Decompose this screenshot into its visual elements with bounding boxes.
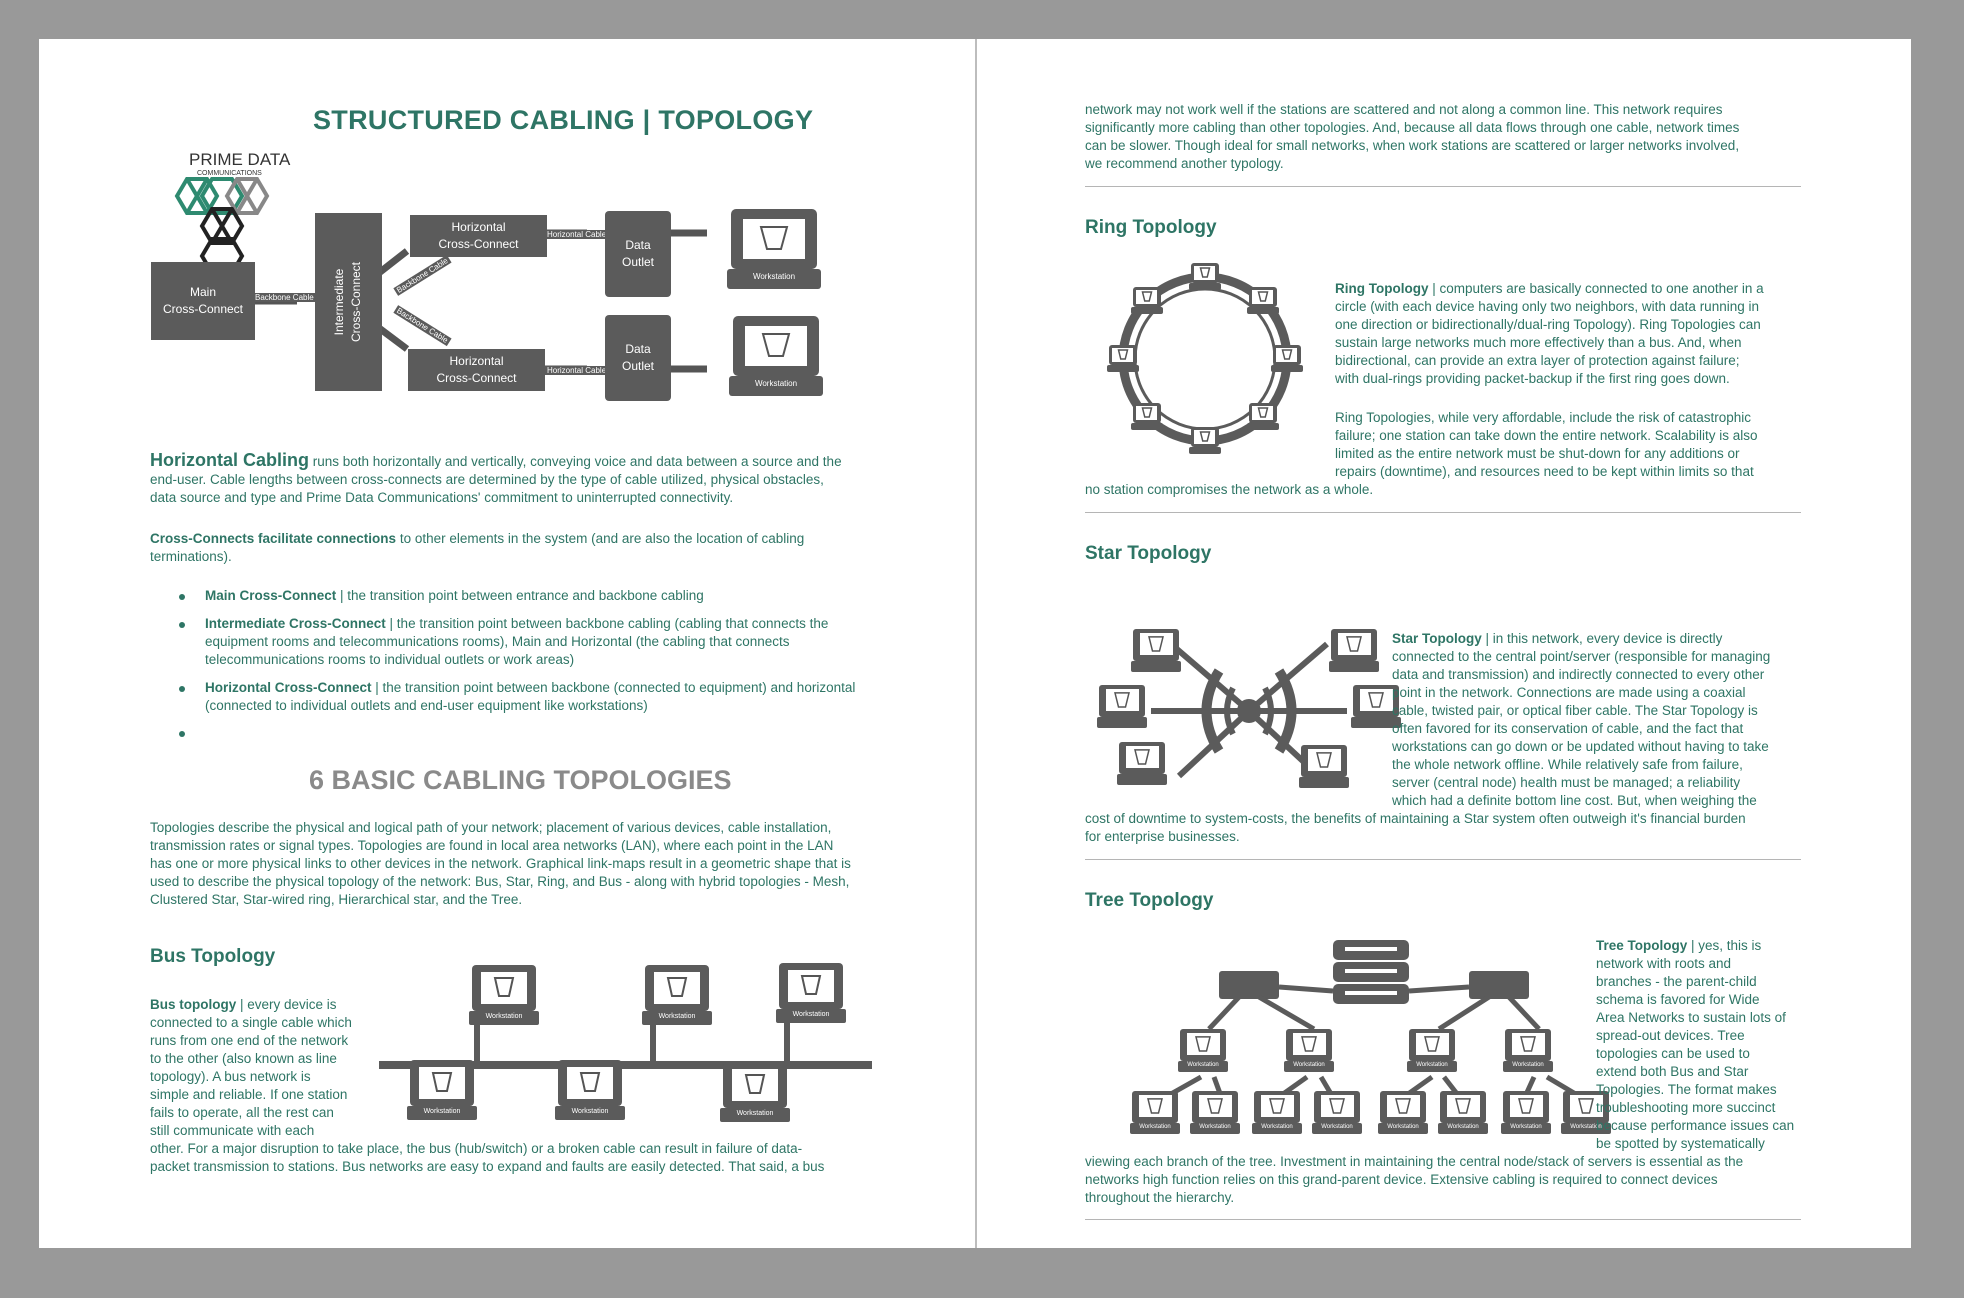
bullet-horizontal-cross-connect: Horizontal Cross-Connect | the transitio… (205, 680, 856, 713)
topologies-paragraph: Topologies describe the physical and log… (150, 820, 851, 907)
bus-continued-paragraph: network may not work well if the station… (1085, 102, 1740, 171)
workstation-icon: Workstation (1178, 1029, 1228, 1078)
bullet-dot (179, 622, 185, 628)
workstation-icon: Workstation (1190, 1091, 1240, 1140)
bullet-dot (179, 686, 185, 692)
horizontal-cabling-heading: Horizontal Cabling (150, 450, 309, 470)
workstation-icon (1351, 685, 1401, 734)
star-paragraph: Star Topology | in this network, every d… (1392, 631, 1771, 808)
workstation-icon: Workstation (407, 1060, 477, 1127)
workstation-icon: Workstation (1130, 1091, 1180, 1140)
ring-topology-heading: Ring Topology (1085, 217, 1217, 238)
ring-paragraph-2-end: no station compromises the network as a … (1085, 482, 1374, 497)
horizontal-cable-label-top: Horizontal Cable (545, 230, 609, 239)
bullet-main-cross-connect: Main Cross-Connect | the transition poin… (205, 588, 704, 603)
workstation-icon (1131, 287, 1163, 320)
workstation-icon (1131, 403, 1163, 436)
workstation-icon: Workstation (1561, 1091, 1611, 1140)
workstation-icon: Workstation (642, 965, 712, 1032)
workstation-icon: Workstation (1503, 1029, 1553, 1078)
cross-connects-paragraph: Cross-Connects facilitate connections to… (150, 531, 805, 564)
workstation-icon: Workstation (727, 209, 821, 296)
workstation-icon (1189, 263, 1221, 296)
workstation-icon (1247, 287, 1279, 320)
logo-name: PRIME DATA (189, 150, 291, 169)
workstation-icon: Workstation (1284, 1029, 1334, 1078)
bus-topology-paragraph: Bus topology | every device is connected… (150, 997, 352, 1138)
workstation-icon: Workstation (469, 965, 539, 1032)
bullet-intermediate-cross-connect: Intermediate Cross-Connect | the transit… (205, 616, 829, 667)
bullet-dot-empty (179, 731, 185, 737)
section-divider (1085, 512, 1801, 513)
workstation-icon: Workstation (776, 963, 846, 1030)
workstation-icon: Workstation (1252, 1091, 1302, 1140)
bus-topology-paragraph-cont: other. For a major disruption to take pl… (150, 1141, 825, 1174)
workstation-icon: Workstation (1378, 1091, 1428, 1140)
workstation-icon: Workstation (1407, 1029, 1457, 1078)
star-diagram (1151, 641, 1347, 779)
workstation-icon: Workstation (720, 1062, 790, 1129)
backbone-cable-label: Backbone Cable (253, 293, 316, 302)
workstation-icon (1117, 742, 1167, 791)
workstation-icon (1189, 427, 1221, 460)
workstation-icon: Workstation (555, 1060, 625, 1127)
horizontal-cabling-paragraph: Horizontal Cabling runs both horizontall… (150, 450, 842, 505)
bus-topology-heading: Bus Topology (150, 946, 276, 967)
bullet-dot (179, 594, 185, 600)
workstation-icon (1247, 403, 1279, 436)
workstation-icon (1131, 629, 1181, 678)
horizontal-cable-label-bottom: Horizontal Cable (545, 366, 609, 375)
tree-paragraph-end: viewing each branch of the tree. Investm… (1085, 1154, 1744, 1205)
workstation-icon (1299, 745, 1349, 794)
workstation-icon (1097, 685, 1147, 734)
page-gutter (975, 39, 977, 1248)
section-title-topologies: 6 BASIC CABLING TOPOLOGIES (309, 765, 732, 795)
document-spread: PRIME DATA COMMUNICATIONS STRUCTURED CAB… (39, 39, 1911, 1248)
workstation-icon (1271, 345, 1303, 378)
workstation-icon: Workstation (1312, 1091, 1362, 1140)
workstation-icon (1329, 629, 1379, 678)
tree-paragraph: Tree Topology | yes, this is network wit… (1596, 938, 1795, 1151)
section-divider (1085, 859, 1801, 860)
prime-data-logo: PRIME DATA COMMUNICATIONS (174, 150, 291, 275)
workstation-icon: Workstation (729, 316, 823, 403)
workstation-icon: Workstation (1438, 1091, 1488, 1140)
workstation-icon (1107, 345, 1139, 378)
section-divider (1085, 1219, 1801, 1220)
star-topology-heading: Star Topology (1085, 543, 1212, 564)
page-title: STRUCTURED CABLING | TOPOLOGY (313, 105, 814, 135)
workstation-icon: Workstation (1501, 1091, 1551, 1140)
tree-topology-heading: Tree Topology (1085, 890, 1214, 911)
star-paragraph-end: cost of downtime to system-costs, the be… (1085, 811, 1746, 844)
logo-sub: COMMUNICATIONS (197, 170, 262, 177)
section-divider (1085, 186, 1801, 187)
ring-paragraph-2: Ring Topologies, while very affordable, … (1335, 410, 1758, 479)
ring-paragraph-1: Ring Topology | computers are basically … (1335, 281, 1764, 386)
